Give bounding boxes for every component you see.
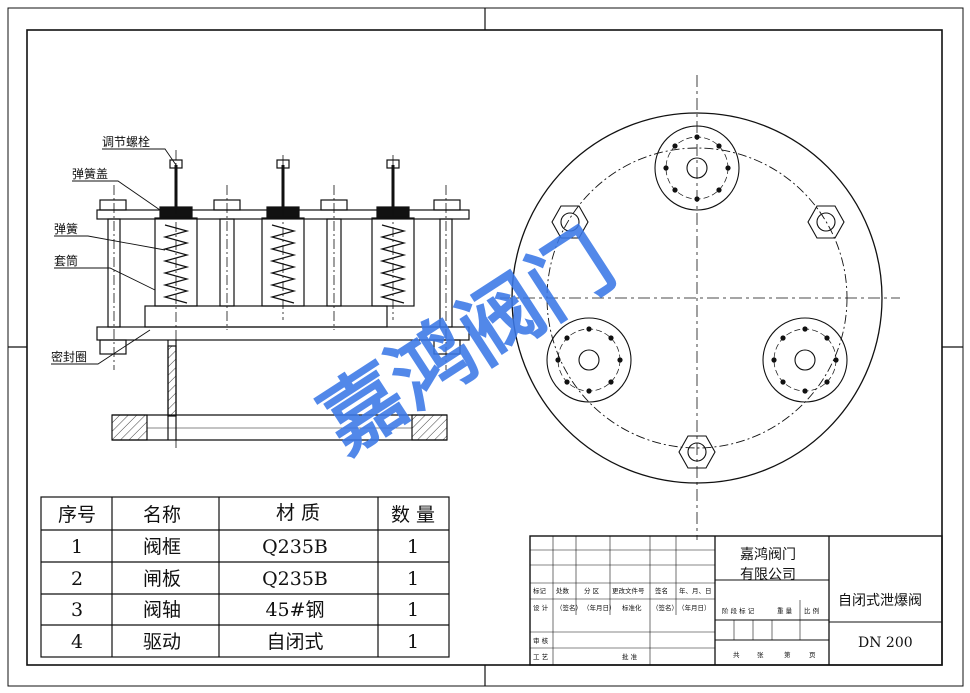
tb-approve: 批 准 (622, 652, 638, 661)
row-4-qty: 1 (407, 631, 419, 653)
row-3-name: 阀轴 (143, 599, 181, 621)
tb-weight: 重 量 (777, 607, 793, 615)
tb-standardize: 标准化 (622, 603, 642, 612)
tb-sign: 签名 (655, 586, 668, 595)
callout-adjust-bolt: 调节螺栓 (102, 134, 150, 149)
row-3-material: 45#钢 (265, 599, 324, 621)
row-2-no: 2 (71, 568, 83, 590)
callout-seal-ring: 密封圈 (51, 349, 87, 364)
row-4-no: 4 (71, 631, 83, 653)
title-block (529, 535, 943, 666)
sheet-border (7, 7, 964, 687)
tb-design: 设 计 (533, 603, 549, 612)
tb-sheets: 张 (757, 650, 764, 659)
drawing-size: DN 200 (858, 635, 913, 651)
tb-scale: 比 例 (804, 606, 819, 615)
watermark: 嘉鸿阀门 (304, 213, 631, 471)
tb-std-sign: （签名） (652, 603, 678, 612)
row-4-name: 驱动 (143, 631, 181, 653)
tb-mark: 标记 (533, 586, 547, 595)
tb-no: 第 (784, 650, 791, 659)
company-line-2: 有限公司 (740, 567, 796, 583)
tb-stage-mark: 阶 段 标 记 (722, 606, 755, 615)
tb-design-sign: （签名） (556, 603, 582, 612)
title-block-text: 标记 处数 分 区 更改文件号 签名 年、月、日 设 计 （签名） （年月日） … (533, 546, 922, 661)
header-no: 序号 (58, 504, 96, 526)
tb-process: 工 艺 (533, 653, 549, 661)
row-1-no: 1 (71, 536, 83, 558)
tb-change-doc: 更改文件号 (612, 586, 645, 595)
callout-spring-cover: 弹簧盖 (72, 166, 108, 181)
parts-table (40, 496, 450, 658)
hex-nuts (551, 205, 845, 469)
top-view (500, 75, 900, 540)
tb-total: 共 (733, 650, 740, 659)
drawing-name: 自闭式泄爆阀 (838, 593, 922, 609)
row-3-no: 3 (71, 599, 83, 621)
row-2-material: Q235B (262, 568, 328, 590)
header-qty: 数 量 (391, 504, 435, 526)
section-view (96, 150, 470, 450)
bolt-holes (555, 134, 839, 394)
company-line-1: 嘉鸿阀门 (740, 546, 796, 563)
header-material: 材 质 (276, 502, 320, 524)
tb-std-date: （年月日） (678, 603, 711, 612)
row-1-name: 阀框 (143, 536, 181, 558)
tb-date: 年、月、日 (679, 586, 712, 595)
row-2-qty: 1 (407, 568, 419, 590)
row-1-material: Q235B (262, 536, 328, 558)
row-3-qty: 1 (407, 599, 419, 621)
tb-zone: 分 区 (584, 586, 600, 595)
row-2-name: 闸板 (143, 568, 181, 590)
parts-table-text: 序号 名称 材 质 数 量 1 阀框 Q235B 1 2 闸板 Q235B 1 … (58, 502, 435, 653)
tb-design-date: （年月日） (583, 603, 616, 612)
callouts: 调节螺栓 弹簧盖 弹簧 套筒 密封圈 (51, 134, 177, 365)
tb-page: 页 (809, 651, 816, 659)
row-1-qty: 1 (407, 536, 419, 558)
callout-sleeve: 套筒 (54, 253, 78, 268)
row-4-material: 自闭式 (266, 631, 323, 653)
callout-spring: 弹簧 (54, 221, 78, 236)
tb-count: 处数 (556, 586, 570, 595)
watermark-text: 嘉鸿阀门 (304, 213, 631, 471)
tb-review: 审 核 (533, 636, 549, 645)
header-name: 名称 (143, 504, 181, 526)
